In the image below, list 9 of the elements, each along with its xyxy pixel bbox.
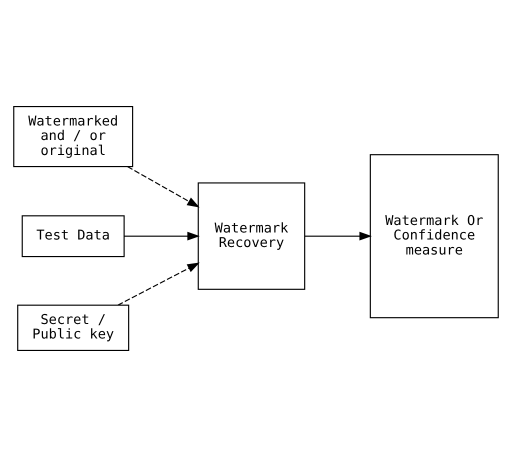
- arrow: [117, 262, 200, 306]
- node-box: Watermark Recovery: [197, 182, 305, 290]
- node-box: Watermarked and / or original: [12, 106, 133, 168]
- node-box: Secret / Public key: [16, 304, 129, 352]
- arrow: [304, 232, 372, 240]
- node-box: Watermark Or Confidence measure: [369, 154, 498, 318]
- node-box: Test Data: [21, 215, 124, 258]
- arrow: [126, 166, 200, 208]
- arrow: [124, 232, 200, 240]
